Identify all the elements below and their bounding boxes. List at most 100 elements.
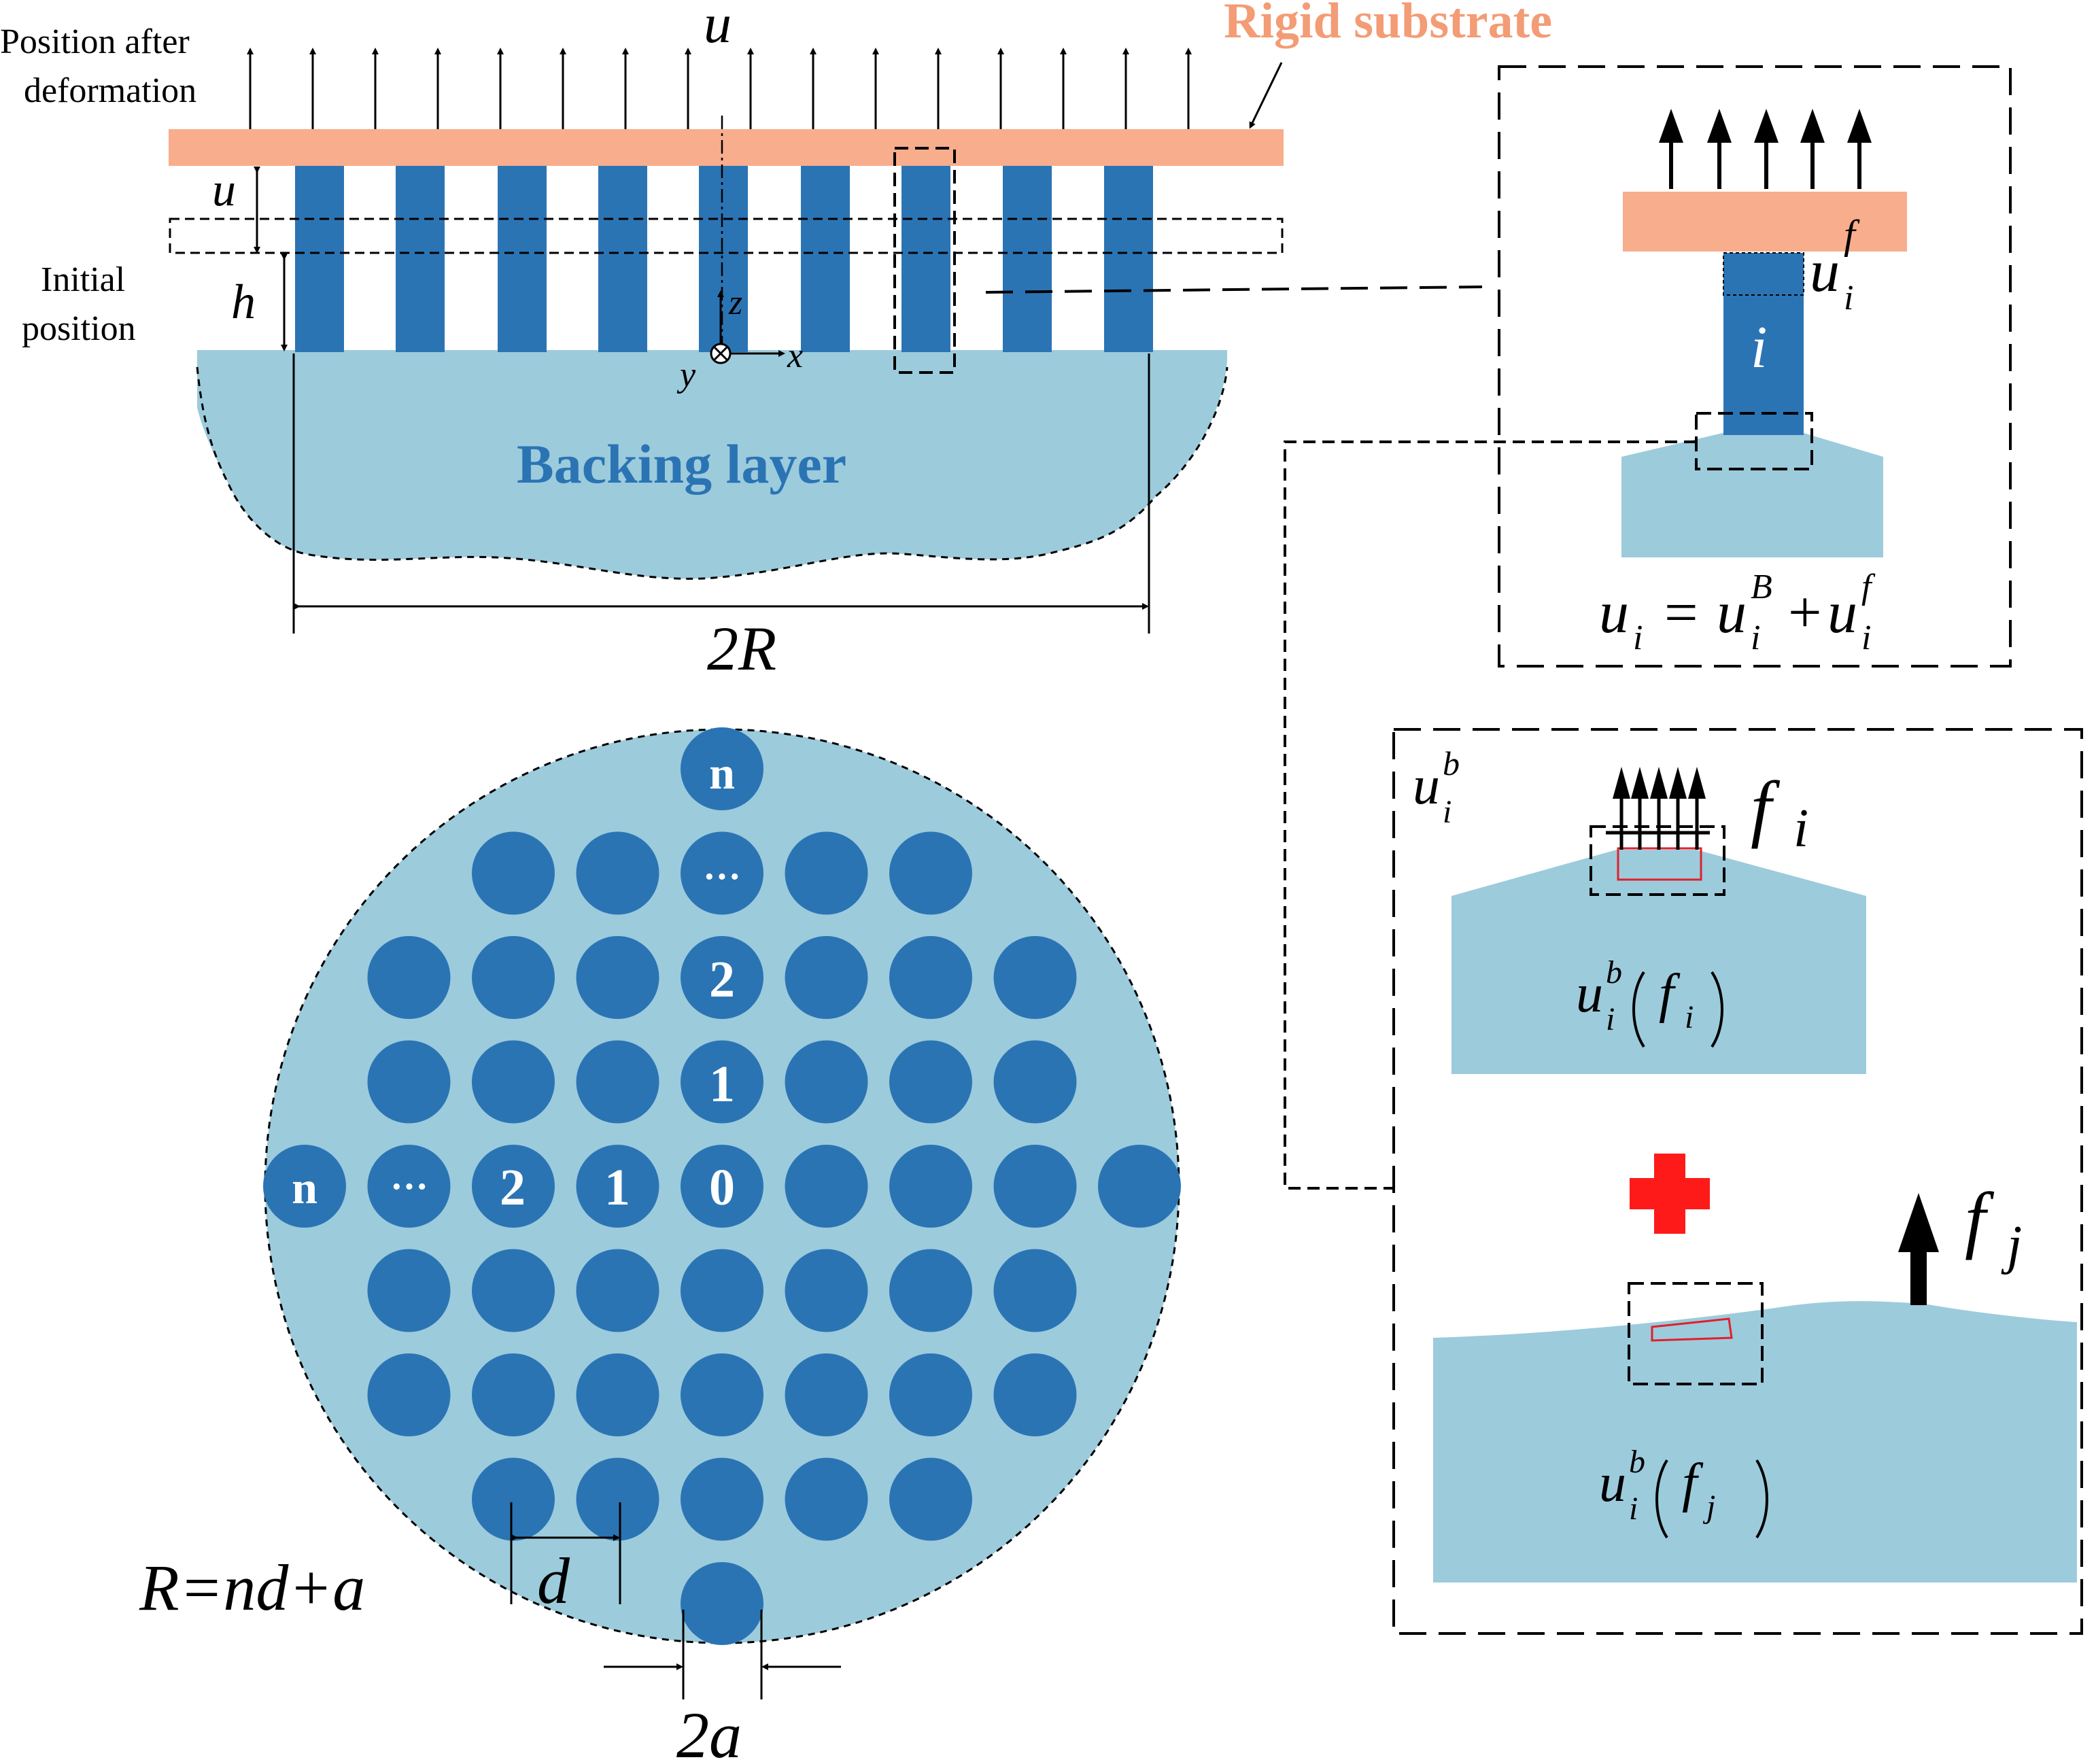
svg-text:i: i [1685, 999, 1694, 1035]
dot-label-n-top: n [709, 747, 735, 799]
dot-label-0: 0 [709, 1159, 735, 1216]
svg-text:i: i [1861, 619, 1871, 657]
svg-text:f: f [1861, 568, 1876, 606]
h-label: h [231, 275, 256, 329]
svg-text:b: b [1606, 954, 1622, 990]
fi-sub: i [1793, 799, 1808, 859]
initial-position-box [169, 218, 1284, 254]
dot-label-2-left: 2 [500, 1159, 526, 1216]
dot-label-dots-left: ··· [390, 1166, 428, 1208]
backing-layer-label: Backing layer [517, 433, 846, 495]
displacement-equation: u i = u i B + u i f [1599, 568, 1876, 657]
u-b-sup: b [1443, 744, 1460, 782]
fiber-dot [576, 1353, 659, 1436]
axis-x-label: x [787, 336, 803, 375]
u-side-label: u [212, 164, 236, 216]
fiber-dot [472, 1457, 555, 1541]
fiber [801, 163, 850, 352]
inset-arrows [1669, 139, 1861, 189]
d-label: d [537, 1544, 570, 1617]
dot-label-1-left: 1 [604, 1159, 630, 1216]
fiber-dot [785, 1353, 868, 1436]
fiber [1003, 163, 1052, 352]
dot-label-2-top: 2 [709, 951, 735, 1008]
fiber-dot [889, 1040, 972, 1124]
fiber-dot [681, 1562, 763, 1645]
connector-to-inset-top [985, 286, 1483, 294]
substrate-leader [1249, 62, 1283, 129]
u-i-f-sub: i [1844, 279, 1853, 317]
svg-text:u: u [1827, 580, 1857, 646]
fiber-dot [681, 1353, 763, 1436]
fiber-dot [993, 1249, 1077, 1332]
fj-arrow [1898, 1193, 1939, 1305]
fiber-dot [681, 727, 763, 810]
svg-text:+: + [1788, 580, 1822, 646]
fiber-dot [681, 1457, 763, 1541]
fiber-dot [785, 831, 868, 915]
fiber-dot [785, 1040, 868, 1124]
axis-z-label: z [728, 283, 742, 322]
svg-text:i: i [1629, 1491, 1638, 1527]
up-arrow-icon [1669, 767, 1687, 799]
inset-bottom-frame [1392, 728, 2083, 1635]
connector-to-inset-bottom [1284, 440, 1696, 1190]
element-box-fj [1628, 1282, 1764, 1385]
fiber-dot [889, 1457, 972, 1541]
fiber-dot [367, 1145, 451, 1228]
inset-top-frame [1498, 65, 2012, 668]
up-arrow-icon [1898, 1193, 1939, 1252]
fiber-dot [785, 1249, 868, 1332]
fiber-dot [576, 831, 659, 915]
inset-superposition: u i b f i u i b f i f j u [1392, 728, 2083, 1635]
fj-sub: j [2001, 1215, 2022, 1275]
svg-text:u: u [1717, 580, 1747, 646]
backing-under-fi [1451, 850, 1866, 1074]
rigid-substrate-label: Rigid substrate [1224, 0, 1552, 49]
svg-text:b: b [1629, 1444, 1645, 1480]
plan-view: n ··· 2 1 0 1 2 ··· n R=nd+a d 2a [139, 727, 1181, 1764]
rigid-substrate [169, 129, 1284, 166]
fiber-dot [681, 831, 763, 915]
svg-text:i: i [1633, 619, 1643, 657]
fiber-dot [993, 1040, 1077, 1124]
fiber [598, 163, 647, 352]
fiber-dot [1098, 1145, 1181, 1228]
fiber-dot [681, 1249, 763, 1332]
fiber-dot [889, 831, 972, 915]
load-arrows [247, 48, 1192, 129]
side-view: u Rigid substrate Position after deforma… [0, 0, 1552, 683]
fiber [498, 163, 547, 352]
up-arrow-icon [1631, 767, 1649, 799]
up-arrow-icon [1688, 767, 1706, 799]
inset-fiber [1723, 253, 1804, 435]
backing-layer-outline [196, 366, 1229, 580]
fiber-dot [472, 1145, 555, 1228]
fiber-array [295, 163, 1153, 352]
u-b-sub: i [1443, 794, 1451, 830]
fiber-dot [681, 936, 763, 1019]
deformed-element-fj [1651, 1317, 1733, 1342]
fiber-dot [993, 1353, 1077, 1436]
svg-text:i: i [1751, 619, 1760, 657]
fiber-dot [889, 1145, 972, 1228]
fiber-dot [576, 936, 659, 1019]
fiber-i-label: i [1751, 315, 1767, 381]
u-top-label: u [704, 0, 732, 54]
fiber-highlight-box [893, 147, 956, 374]
initial-position-label: Initial [41, 260, 125, 299]
fiber-dot [889, 936, 972, 1019]
fiber-dot [367, 1249, 451, 1332]
inset-single-fiber: i u i f u i = u i B + u i f [1498, 65, 2012, 668]
position-after-label-2: deformation [24, 71, 196, 110]
fiber-dot [367, 936, 451, 1019]
fiber-dot [472, 1353, 555, 1436]
fiber-dot-grid [263, 727, 1181, 1645]
fiber-dot [681, 1040, 763, 1124]
fiber-dot [576, 1145, 659, 1228]
inset-backing [1621, 432, 1883, 557]
fiber [901, 163, 950, 352]
inset-substrate [1623, 192, 1907, 252]
